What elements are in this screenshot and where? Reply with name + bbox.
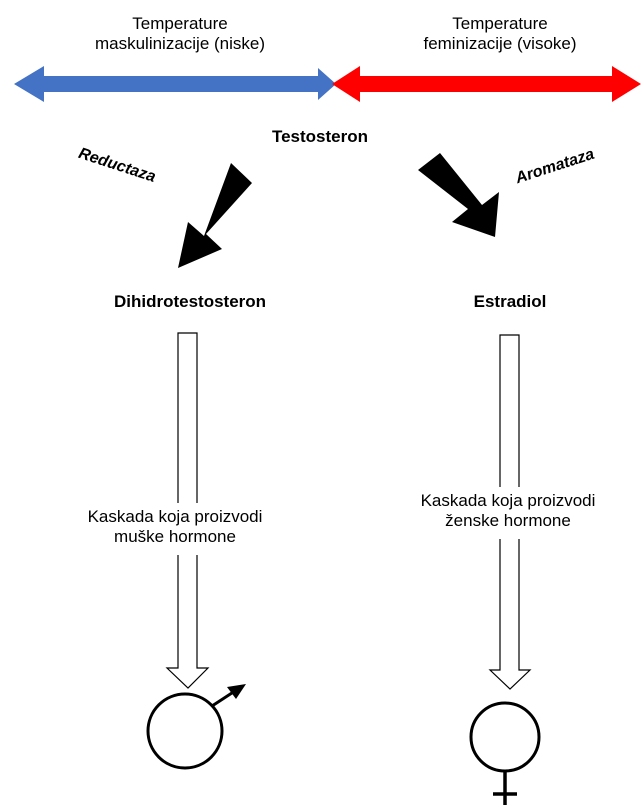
dihydrotestosterone-label: Dihidrotestosteron	[113, 292, 267, 311]
male-cascade-line1: Kaskada koja proizvodi	[87, 507, 263, 526]
male-cascade-label: Kaskada koja proizvodi muške hormone	[55, 507, 295, 548]
female-cascade-text-mask	[392, 487, 624, 539]
masculinization-temperature-arrow	[14, 66, 318, 102]
female-cascade-label: Kaskada koja proizvodi ženske hormone	[388, 491, 628, 532]
female-symbol-icon	[469, 701, 541, 805]
feminization-label-line1: Temperature	[452, 14, 548, 33]
masculinization-label-line2: maskulinizacije (niske)	[94, 34, 266, 54]
feminization-arrow-right-tip	[612, 66, 641, 102]
feminization-label-line2: feminizacije (visoke)	[423, 34, 577, 54]
feminization-temperature-arrow	[332, 66, 612, 102]
masculinization-arrow-right-tip	[318, 68, 336, 100]
aromatase-arrow	[418, 153, 499, 237]
male-cascade-line2: muške hormone	[114, 527, 236, 547]
female-cascade-line2: ženske hormone	[445, 511, 571, 531]
estradiol-label: Estradiol	[473, 292, 547, 311]
female-cascade-line1: Kaskada koja proizvodi	[420, 491, 596, 510]
reductase-arrow	[178, 163, 252, 268]
male-cascade-text-mask	[60, 503, 290, 555]
masculinization-temperature-label: Temperature maskulinizacije (niske)	[60, 14, 300, 55]
testosterone-label: Testosteron	[271, 127, 369, 146]
feminization-temperature-label: Temperature feminizacije (visoke)	[380, 14, 620, 55]
masculinization-label-line1: Temperature	[132, 14, 228, 33]
male-symbol-icon	[146, 684, 246, 770]
